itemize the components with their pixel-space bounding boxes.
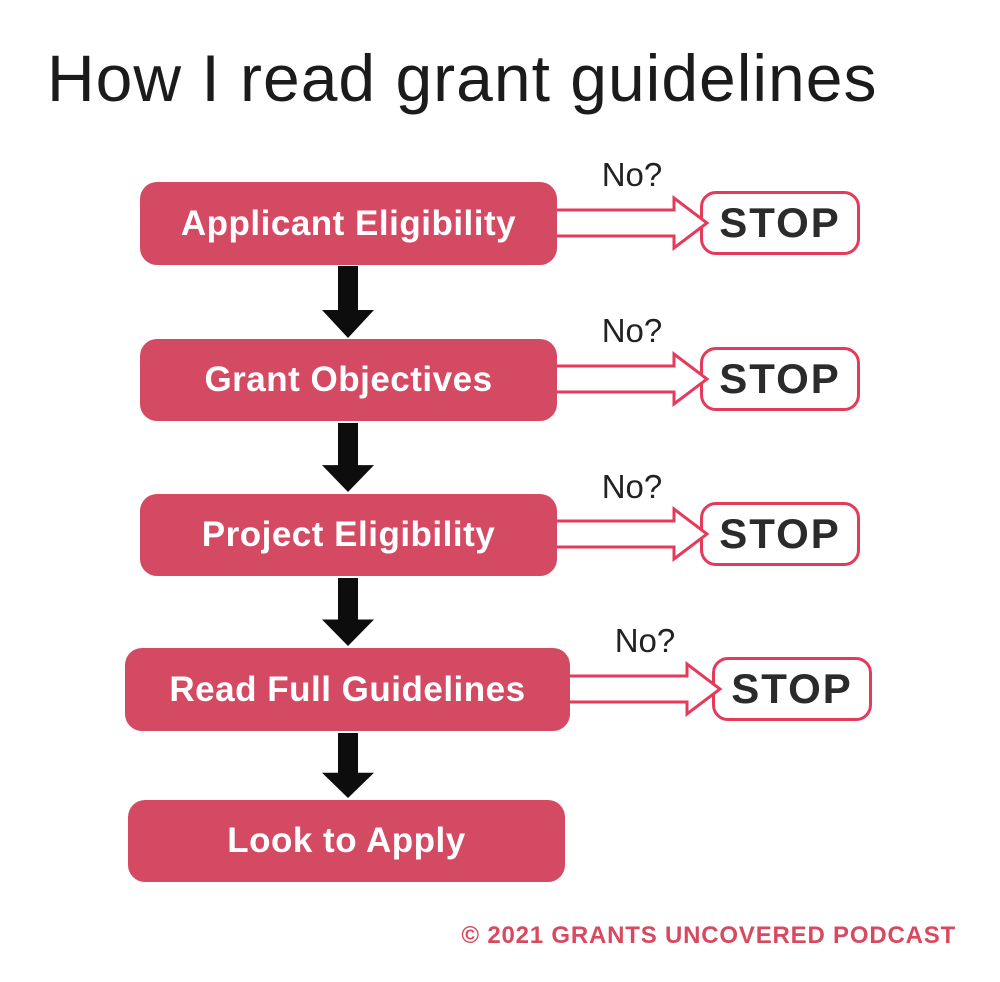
stop-label: STOP: [731, 665, 853, 712]
no-label: No?: [614, 622, 676, 659]
no-label: No?: [601, 156, 663, 193]
stop-box: STOP: [700, 347, 860, 411]
stop-box: STOP: [700, 502, 860, 566]
no-label: No?: [601, 312, 663, 349]
no-label: No?: [601, 468, 663, 505]
stop-box: STOP: [700, 191, 860, 255]
right-arrow-icon: [565, 661, 723, 717]
stop-label: STOP: [719, 355, 841, 402]
step-label: Project Eligibility: [201, 515, 496, 554]
right-arrow-icon: [552, 506, 710, 562]
right-arrow-icon: [552, 195, 710, 251]
step-box-look-to-apply: Look to Apply: [128, 800, 565, 882]
copyright-footer: © 2021 GRANTS UNCOVERED PODCAST: [461, 922, 956, 949]
right-arrow-icon: [552, 351, 710, 407]
stop-box: STOP: [712, 657, 872, 721]
step-label: Grant Objectives: [204, 360, 493, 399]
page-title: How I read grant guidelines: [47, 41, 878, 115]
step-box-read-full-guidelines: Read Full Guidelines: [125, 648, 570, 731]
down-arrow-icon: [322, 266, 374, 338]
step-box-applicant-eligibility: Applicant Eligibility: [140, 182, 557, 265]
step-box-grant-objectives: Grant Objectives: [140, 339, 557, 421]
stop-label: STOP: [719, 510, 841, 557]
down-arrow-icon: [322, 733, 374, 798]
down-arrow-icon: [322, 423, 374, 492]
step-label: Applicant Eligibility: [180, 203, 517, 243]
step-label: Look to Apply: [227, 821, 466, 860]
step-box-project-eligibility: Project Eligibility: [140, 494, 557, 576]
step-label: Read Full Guidelines: [169, 669, 526, 709]
down-arrow-icon: [322, 578, 374, 646]
stop-label: STOP: [719, 199, 841, 246]
